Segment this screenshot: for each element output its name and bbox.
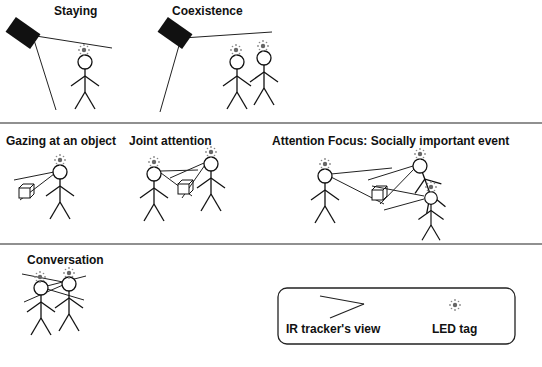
scene-label: Gazing at an object (6, 134, 116, 148)
scene-label: Coexistence (172, 4, 243, 18)
scene-label: Joint attention (129, 134, 212, 148)
legend-text: LED tag (432, 322, 477, 336)
legend-text: IR tracker's view (286, 322, 380, 336)
scene-label: Conversation (27, 253, 104, 267)
scene-label: Attention Focus: Socially important even… (272, 134, 509, 148)
scene-label: Staying (54, 4, 97, 18)
